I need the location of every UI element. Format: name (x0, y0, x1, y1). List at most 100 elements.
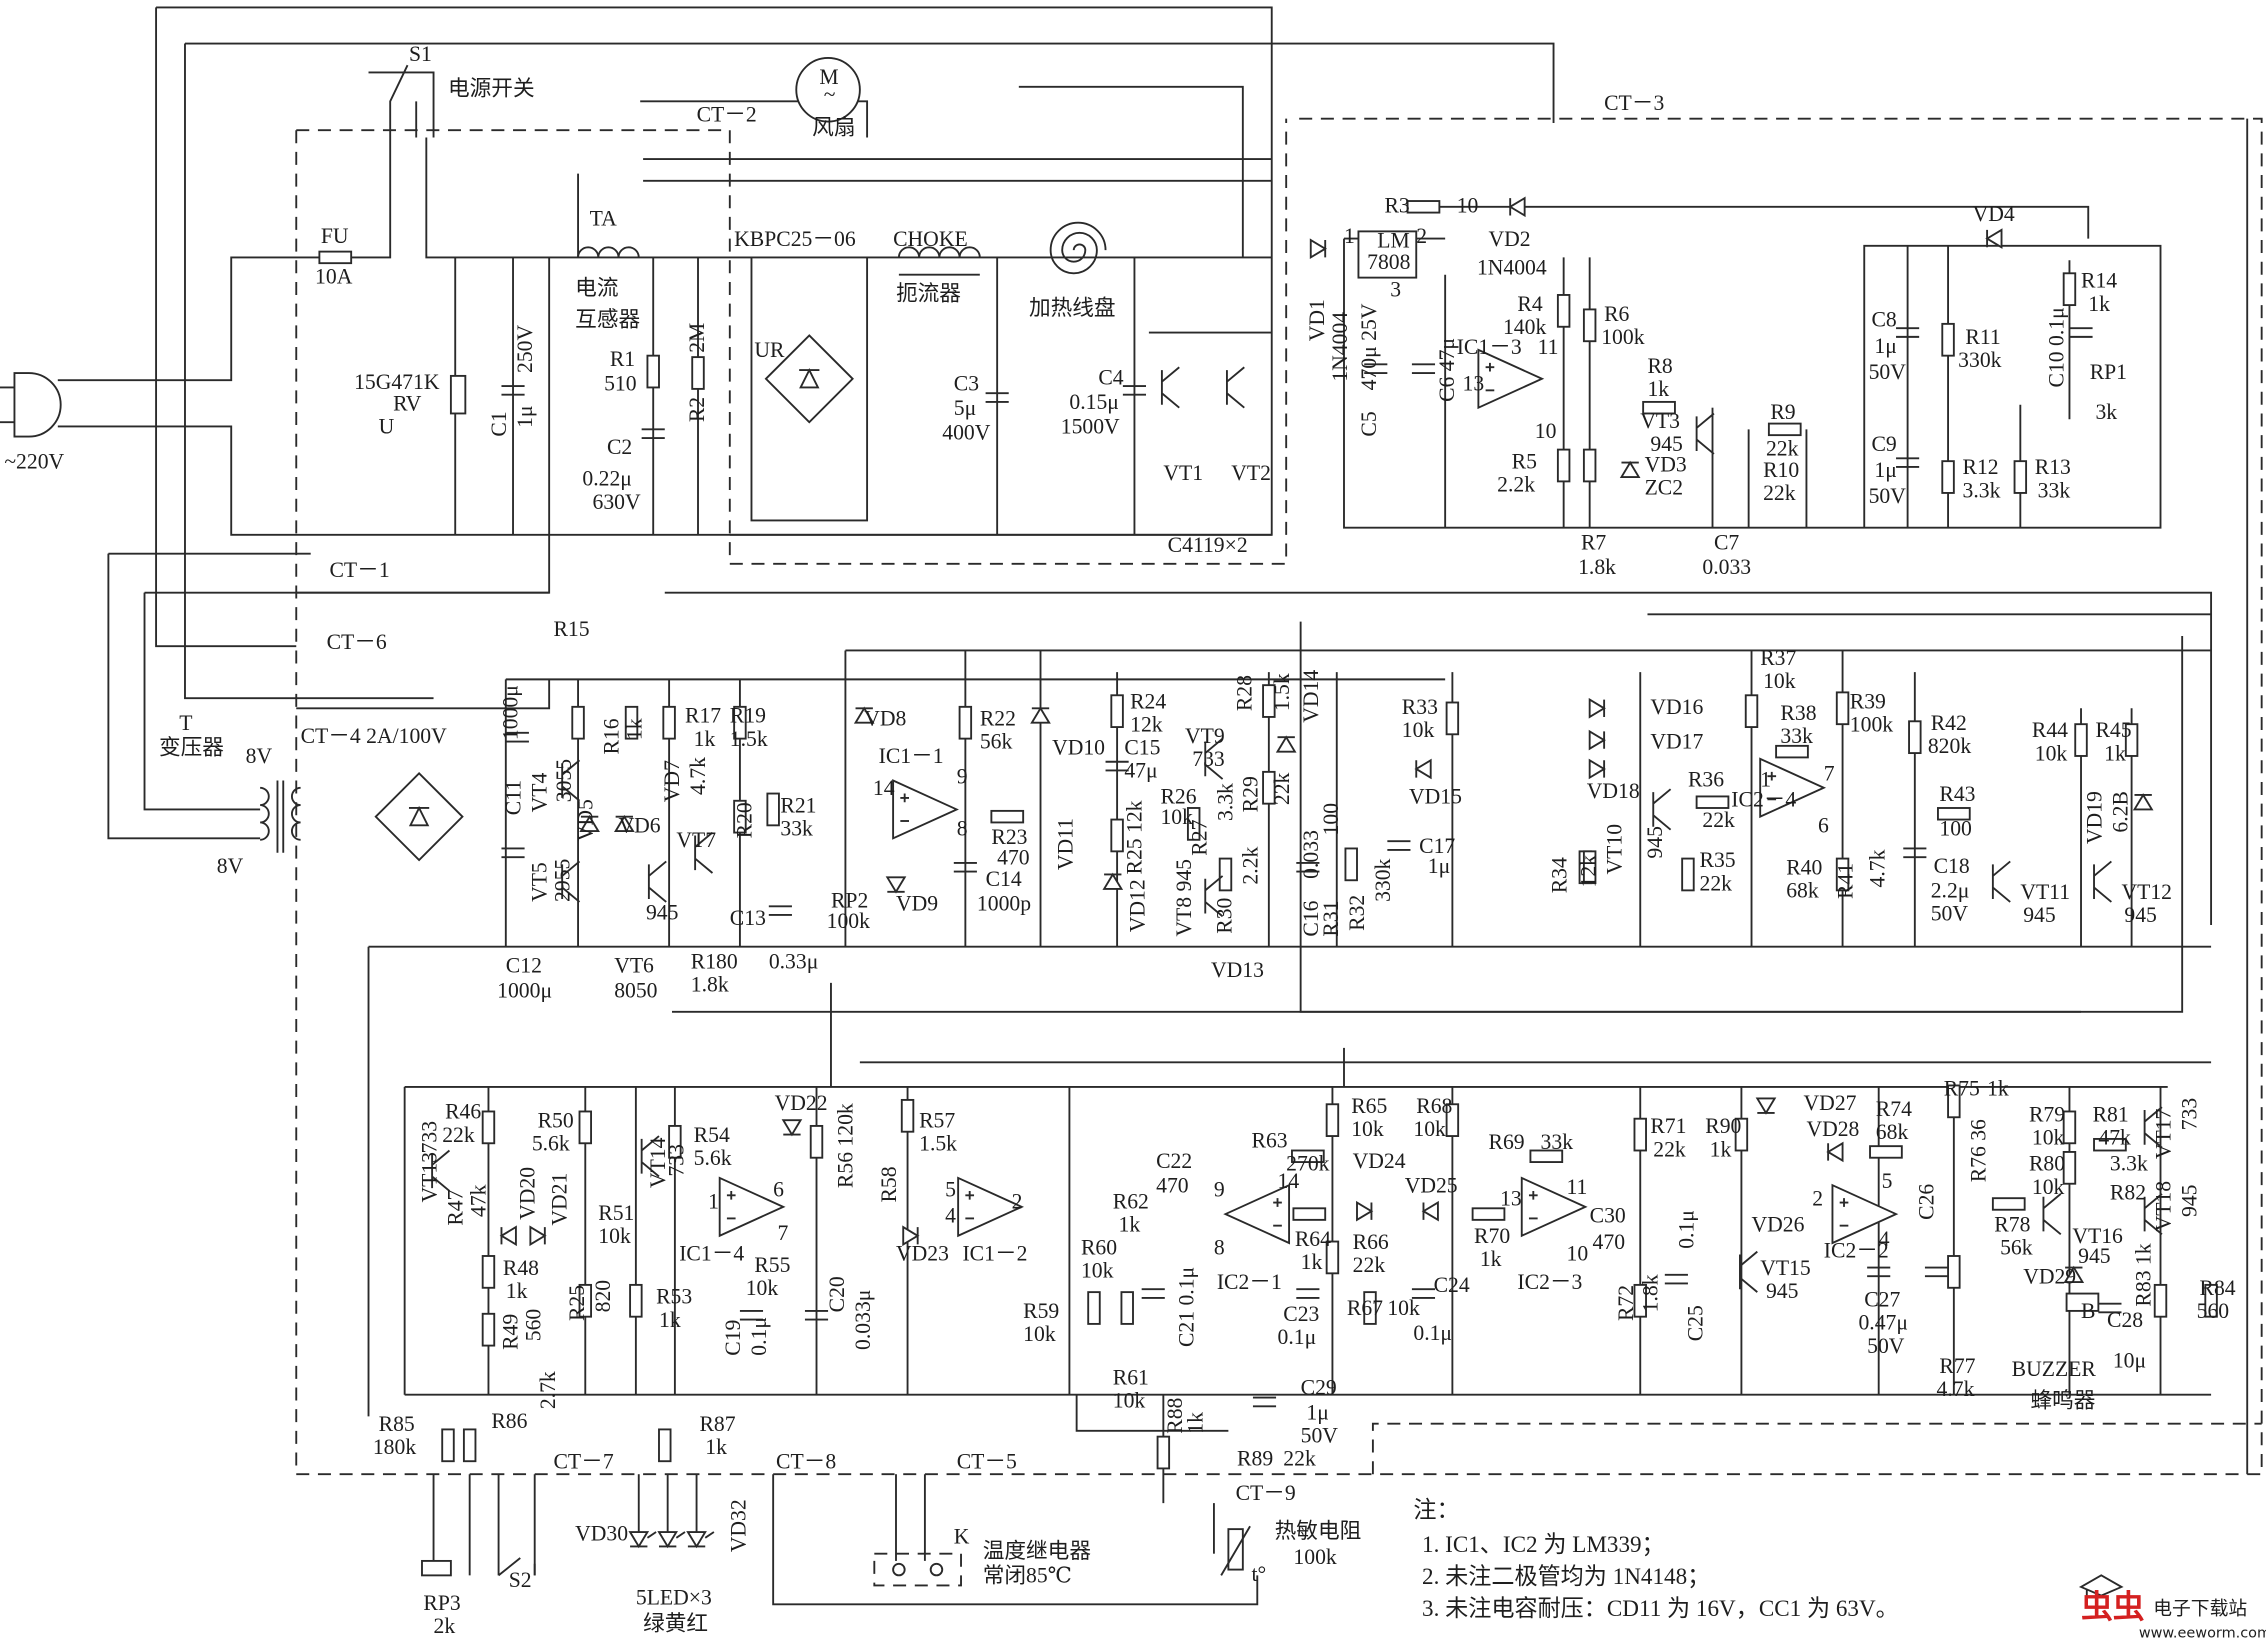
label-bot_right: VT18 (2152, 1181, 2176, 1232)
label-mid_left: VD6 (619, 814, 661, 838)
label-io: 2.7k (536, 1371, 560, 1409)
transistor-icon (2093, 860, 2112, 903)
label-bot_center: 10k (1413, 1117, 1446, 1141)
label-bot_center: VD25 (1405, 1173, 1458, 1197)
label-reg: RP1 (2090, 360, 2127, 384)
label-reg: 50V (1869, 360, 1907, 384)
resistor (1556, 294, 1571, 328)
label-bot_center: 22k (1353, 1253, 1386, 1277)
label-mid_left: RP2 (831, 889, 868, 913)
resistor (2204, 1283, 2218, 1318)
resistor (990, 809, 1025, 824)
label-top: 0.15μ (1069, 390, 1119, 414)
label-reg: VT3 (1640, 409, 1680, 433)
label-io: C29 (1301, 1376, 1337, 1400)
label-io: 5LED×3 (636, 1585, 712, 1609)
diode-icon (1588, 697, 1606, 719)
label-mid_right: 100k (1850, 712, 1893, 736)
label-bot_right: 50V (1867, 1334, 1905, 1358)
label-mid_center: C17 (1419, 834, 1455, 858)
resistor (1556, 448, 1571, 483)
label-bot_right: 10k (2032, 1126, 2065, 1150)
label-reg: 1N4004 (1477, 256, 1547, 280)
label-mid_center: VT8 945 (1172, 859, 1196, 937)
label-mid_right: R41 (1834, 863, 1858, 899)
label-bot_left: 47k (467, 1184, 491, 1217)
op-amp-icon (1520, 1176, 1588, 1238)
label-reg: R4 (1517, 292, 1542, 316)
label-top: RV (393, 392, 422, 416)
op-amp-icon (1223, 1183, 1291, 1245)
capacitor (1411, 363, 1436, 374)
label-bot_center: R61 (1113, 1366, 1149, 1390)
label-bot_center: VT15 (1760, 1256, 1811, 1280)
capacitor (501, 847, 525, 859)
label-reg: R7 (1581, 530, 1606, 554)
label-bot_left: R57 (919, 1108, 955, 1132)
label-bot_center: R71 (1650, 1114, 1686, 1138)
label-bot_center: 1k (1480, 1247, 1502, 1271)
label-bot_center: 11 (1567, 1175, 1588, 1199)
label-bot_center: C22 (1156, 1149, 1192, 1173)
resistor (1947, 1255, 1961, 1289)
resistor (578, 1110, 593, 1145)
resistor (1941, 322, 1955, 357)
label-reg: C6 47μ (1435, 338, 1459, 402)
label-top: 风扇 (812, 116, 855, 140)
capacitor (1903, 847, 1927, 859)
label-bot_left: 5 (945, 1178, 956, 1202)
resistor (1908, 720, 1922, 755)
label-bot_right: R84 (2200, 1276, 2236, 1300)
resistor (1937, 807, 1971, 821)
label-reg: 100k (1601, 325, 1644, 349)
label-reg: 22k (1763, 481, 1796, 505)
label-bot_center: C21 0.1μ (1175, 1267, 1199, 1347)
label-io: 温度继电器 (983, 1539, 1092, 1563)
resistor (1582, 850, 1597, 885)
label-bot_center: 1k (1710, 1137, 1732, 1161)
wire (1018, 85, 1244, 258)
label-bot_center: 10k (1023, 1322, 1056, 1346)
transistor-icon (1739, 1250, 1758, 1293)
label-mid_right: 6 (1818, 814, 1829, 838)
capacitor (1105, 760, 1129, 772)
label-mid_right: VD19 (2082, 791, 2106, 844)
label-reg: 22k (1766, 436, 1799, 460)
resistor (2124, 723, 2139, 757)
label-bot_right: VD26 (1752, 1212, 1805, 1236)
relay-contact (929, 1562, 944, 1577)
label-top: 扼流器 (896, 282, 961, 306)
wire (772, 1474, 1259, 1606)
label-mid_left: R15 (553, 617, 589, 641)
resistor (462, 1428, 477, 1463)
label-mid_center: R32 (1345, 895, 1369, 931)
label-bot_center: 945 (1766, 1279, 1798, 1303)
led-icon (657, 1531, 686, 1549)
label-reg: VD4 (1973, 202, 2015, 226)
label-mid_center: VD10 (1052, 736, 1105, 760)
resistor (578, 1283, 593, 1318)
components (0, 57, 2218, 1587)
capacitor (641, 428, 665, 439)
watermark-site-name: 电子下载站 (2153, 1597, 2247, 1619)
label-mid_right: R39 (1850, 689, 1886, 713)
label-mid_left: VT6 (614, 954, 654, 978)
label-io: S2 (509, 1568, 532, 1592)
label-mid_center: R31 (1319, 901, 1343, 937)
current-transformer-icon (577, 246, 640, 258)
resistor (481, 1110, 496, 1145)
label-bot_center: 10k (1351, 1117, 1384, 1141)
diode-icon (529, 1225, 547, 1247)
label-mid_center: C16 (1299, 900, 1323, 936)
label-top: UR (754, 338, 785, 362)
label-bot_left: 733 (665, 1144, 689, 1176)
label-bot_center: 10k (1113, 1389, 1146, 1413)
label-io: 绿黄红 (643, 1611, 708, 1635)
label-io: 50V (1301, 1423, 1339, 1447)
label-bot_center: 1.8k (1639, 1274, 1663, 1312)
label-io: CT－9 (1236, 1481, 1296, 1505)
label-bot_right: R78 (1994, 1212, 2030, 1236)
label-top: CT－3 (1604, 91, 1664, 115)
op-amp-plus-icon (726, 1190, 736, 1200)
